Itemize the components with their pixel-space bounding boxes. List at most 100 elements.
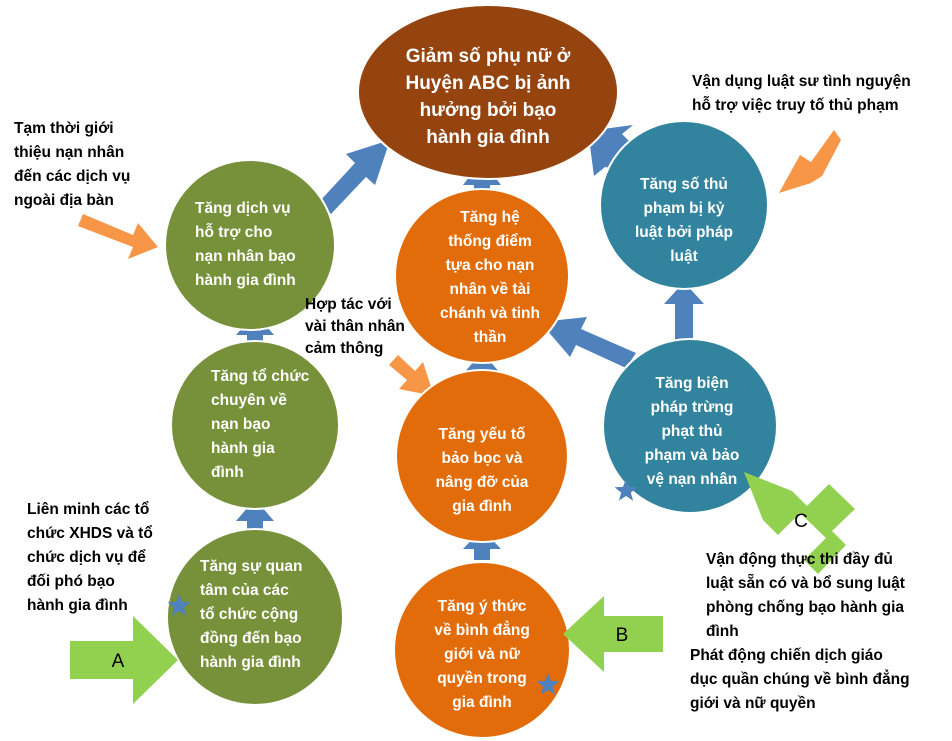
text-line: bảo bọc và bbox=[442, 450, 523, 467]
strategy-arrow-a-body bbox=[70, 616, 178, 704]
node-green-top bbox=[164, 159, 336, 331]
text-line: tổ chức cộng bbox=[200, 606, 298, 623]
text-line: hành gia đình bbox=[27, 597, 128, 614]
text-line: nhân về tài bbox=[450, 281, 531, 298]
text-line: Vận dụng luật sư tình nguyện bbox=[692, 73, 911, 90]
text-line: Hợp tác với bbox=[305, 296, 392, 313]
text-line: hành gia đình bbox=[195, 272, 296, 289]
text-line: Tăng yếu tố bbox=[439, 426, 527, 443]
node-orange-bottom bbox=[393, 561, 571, 739]
text-line: hỗ trợ cho bbox=[195, 224, 272, 241]
strategy-label-a: A bbox=[112, 651, 125, 672]
text-line: nâng đỡ của bbox=[436, 474, 529, 491]
text-line: nạn bạo bbox=[211, 416, 270, 433]
arrow-green-top-to-goal bbox=[319, 140, 390, 214]
text-line: Vận động thực thi đầy đủ bbox=[706, 551, 893, 568]
text-line: phạm và bảo bbox=[645, 447, 740, 464]
node-teal-top bbox=[599, 120, 769, 290]
node-teal-bottom bbox=[602, 338, 778, 514]
text-line: chánh và tinh bbox=[440, 305, 540, 322]
text-line: Tăng dịch vụ bbox=[195, 200, 291, 217]
note-right-top: Vận dụng luật sư tình nguyện hỗ trợ việc … bbox=[692, 73, 911, 114]
text-line: chức XHDS và tổ bbox=[27, 525, 153, 542]
text-line: quyền trong bbox=[437, 670, 527, 687]
node-teal-top-text: Tăng số thủ phạm bị kỷ luật bởi pháp luật bbox=[635, 176, 733, 265]
text-line: hỗ trợ việc truy tố thủ phạm bbox=[692, 97, 899, 114]
note-arrow-left-top bbox=[78, 214, 158, 259]
text-line: tâm của các bbox=[200, 582, 289, 599]
arrow-orange-bottom-to-orange-mid bbox=[463, 529, 501, 560]
text-line: đồng đến bạo bbox=[200, 630, 302, 647]
text-line: hành gia bbox=[211, 440, 275, 457]
star-icon-teal-bottom bbox=[614, 479, 638, 501]
star-icon-orange-bottom bbox=[536, 673, 560, 695]
text-line: gia đình bbox=[452, 694, 511, 711]
node-orange-mid-text: Tăng yếu tố bảo bọc và nâng đỡ của gia đình bbox=[436, 426, 529, 515]
text-line: Tăng hệ bbox=[460, 209, 520, 226]
note-arrow-right-top bbox=[779, 130, 841, 193]
text-line: thiệu nạn nhân bbox=[14, 144, 124, 161]
arrow-green-bottom-to-green-mid bbox=[236, 499, 274, 532]
note-right-mid: Vận động thực thi đầy đủ luật sẵn có và b… bbox=[706, 551, 905, 640]
text-line: Tăng số thủ bbox=[640, 176, 728, 193]
arrow-teal-bottom-to-teal-top bbox=[664, 282, 704, 356]
note-left-top: Tạm thời giới thiệu nạn nhân đến các dịch … bbox=[14, 120, 130, 209]
text-line: tựa cho nạn bbox=[446, 257, 535, 274]
text-line: Tăng sự quan bbox=[200, 558, 303, 575]
text-line: nạn nhân bạo bbox=[195, 248, 296, 265]
text-line: đình bbox=[211, 464, 244, 481]
text-line: đối phó bạo bbox=[27, 573, 115, 590]
node-green-bottom bbox=[166, 528, 344, 706]
goal-text: Giảm số phụ nữ ở Huyện ABC bị ảnh hưởng bở… bbox=[405, 46, 570, 148]
note-right-bottom: Phát động chiến dịch giáo dục quần chúng … bbox=[690, 647, 910, 712]
text-line: đình bbox=[706, 623, 739, 640]
strategy-label-c: C bbox=[794, 511, 808, 532]
text-line: hưởng bởi bạo bbox=[420, 100, 557, 121]
text-line: dục quần chúng về bình đẳng bbox=[690, 670, 910, 688]
strategy-arrow-c bbox=[744, 472, 855, 574]
note-arrow-center bbox=[389, 355, 434, 396]
text-line: Tạm thời giới bbox=[14, 120, 114, 137]
node-orange-mid bbox=[395, 369, 569, 543]
text-line: Giảm số phụ nữ ở bbox=[406, 46, 571, 67]
text-line: Huyện ABC bị ảnh bbox=[405, 73, 570, 94]
arrow-orange-mid-to-orange-top bbox=[463, 352, 501, 385]
text-line: phạm bị kỷ bbox=[644, 200, 725, 217]
arrow-teal-bottom-to-orange-top bbox=[540, 317, 636, 368]
node-green-mid bbox=[170, 340, 340, 510]
text-line: pháp trừng bbox=[651, 399, 734, 416]
text-line: vài thân nhân bbox=[305, 318, 405, 335]
text-line: Phát động chiến dịch giáo bbox=[690, 647, 883, 664]
node-orange-top bbox=[394, 188, 570, 364]
text-line: về bình đẳng bbox=[434, 621, 530, 639]
text-line: hành gia đình bbox=[426, 127, 550, 148]
text-line: phòng chống bạo hành gia bbox=[706, 599, 904, 616]
text-line: luật bbox=[670, 248, 698, 265]
node-green-bottom-text: Tăng sự quan tâm của các tổ chức cộng đồng … bbox=[200, 558, 303, 671]
text-line: ngoài địa bàn bbox=[14, 192, 114, 209]
goal-ellipse bbox=[357, 4, 619, 180]
text-line: phạt thủ bbox=[661, 423, 722, 440]
text-line: Tăng ý thức bbox=[438, 598, 527, 615]
text-line: luật bởi pháp bbox=[635, 224, 733, 241]
text-line: Tăng tổ chức bbox=[211, 368, 310, 385]
strategy-label-b: B bbox=[616, 625, 629, 646]
node-green-top-text: Tăng dịch vụ hỗ trợ cho nạn nhân bạo hành g… bbox=[195, 200, 296, 289]
text-line: luật sẵn có và bổ sung luật bbox=[706, 575, 905, 592]
text-line: gia đình bbox=[452, 498, 511, 515]
text-line: đến các dịch vụ bbox=[14, 168, 130, 185]
text-line: thống điểm bbox=[448, 233, 532, 250]
text-line: giới và nữ quyền bbox=[690, 695, 816, 712]
text-line: cảm thông bbox=[305, 340, 383, 357]
note-center: Hợp tác với vài thân nhân cảm thông bbox=[305, 296, 405, 357]
text-line: thần bbox=[474, 329, 507, 346]
strategy-arrow-b bbox=[563, 596, 663, 672]
text-line: Tăng biện bbox=[655, 375, 728, 392]
text-line: Liên minh các tổ bbox=[27, 501, 149, 518]
star-icon-green-bottom bbox=[167, 594, 191, 616]
